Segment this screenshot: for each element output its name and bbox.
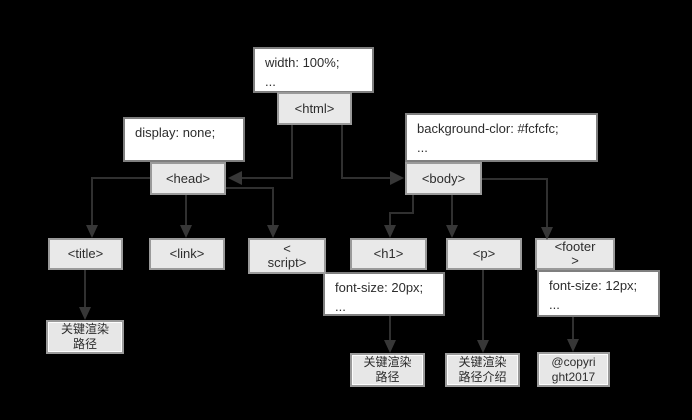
leaf-h1-text: 关键渲染 路径 — [350, 353, 425, 387]
node-h1: <h1> — [350, 238, 427, 270]
css-rule-footer: font-size: 12px; ... — [537, 270, 660, 317]
node-title: <title> — [48, 238, 123, 270]
node-p: <p> — [446, 238, 522, 270]
leaf-footer-text: @copyri ght2017 — [537, 352, 610, 387]
node-link: <link> — [149, 238, 225, 270]
node-html: <html> — [277, 92, 352, 125]
node-head: <head> — [150, 162, 226, 195]
css-rule-html: width: 100%; ... — [253, 47, 374, 93]
leaf-title-text: 关键渲染 路径 — [46, 320, 124, 354]
css-rule-h1: font-size: 20px; ... — [323, 272, 445, 316]
css-rule-head: display: none; — [123, 117, 245, 162]
leaf-p-text: 关键渲染 路径介绍 — [445, 353, 520, 387]
css-rule-body: background-clor: #fcfcfc; ... — [405, 113, 598, 162]
node-body: <body> — [405, 162, 482, 195]
node-footer: <footer > — [535, 238, 615, 270]
node-script: < script> — [248, 238, 326, 274]
